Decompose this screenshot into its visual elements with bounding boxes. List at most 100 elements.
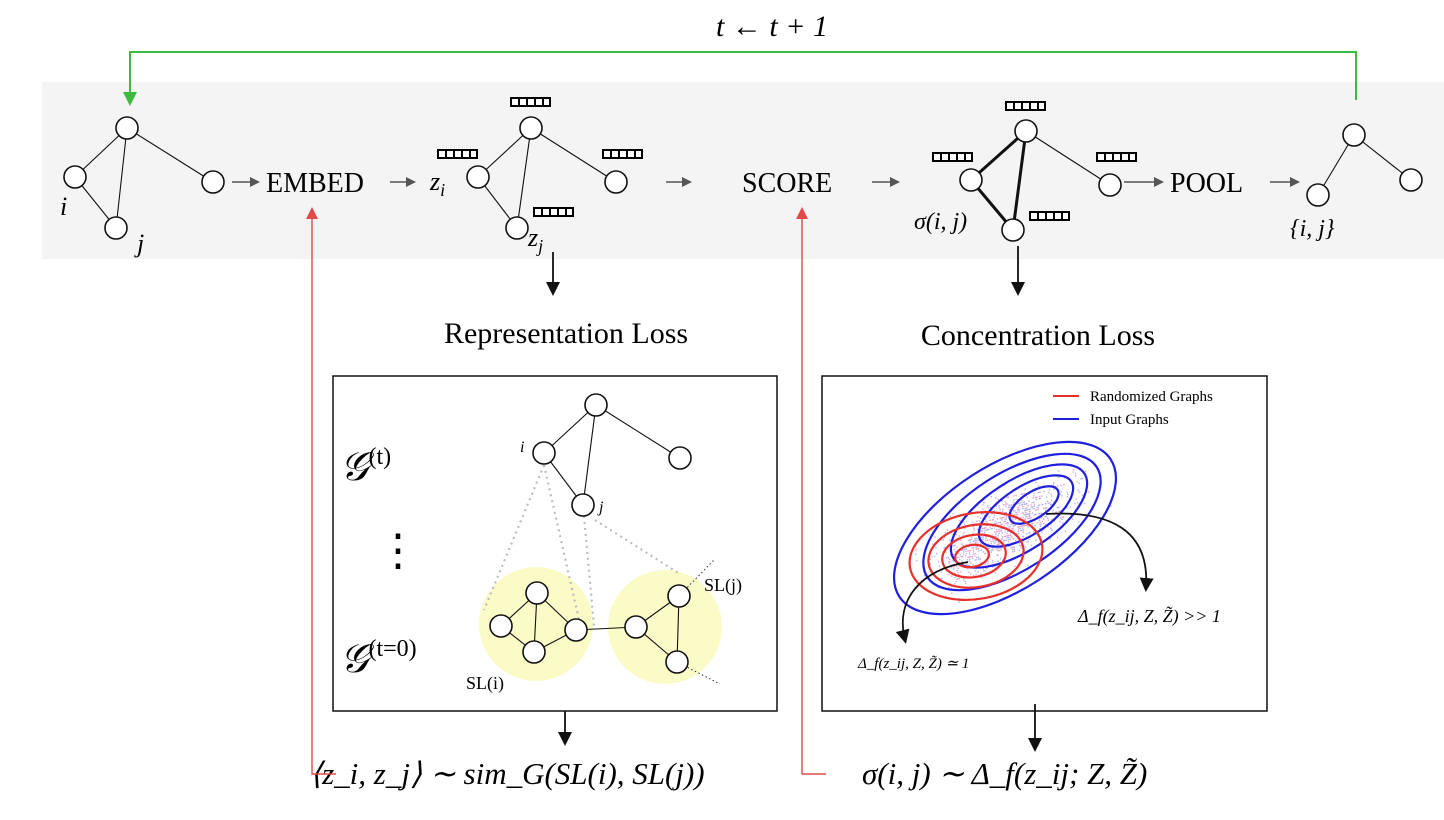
scored-graph bbox=[959, 119, 1122, 242]
scatter-point bbox=[950, 566, 952, 569]
scatter-point bbox=[1037, 506, 1039, 509]
scatter-point bbox=[1006, 530, 1009, 533]
scatter-point bbox=[992, 540, 994, 542]
annotation-arrow-low bbox=[895, 561, 969, 644]
scatter-point bbox=[999, 530, 1002, 532]
scatter-point bbox=[1039, 491, 1041, 494]
node-j-label: j bbox=[597, 499, 604, 516]
scatter-point bbox=[1072, 469, 1075, 471]
scatter-point bbox=[1009, 534, 1012, 536]
legend: Randomized Graphs Input Graphs bbox=[1053, 389, 1213, 428]
feedback-arrow-embed bbox=[306, 207, 336, 775]
scatter-point bbox=[1045, 515, 1048, 518]
scatter-point bbox=[1081, 477, 1084, 480]
scatter-point bbox=[985, 539, 987, 542]
scatter-point bbox=[964, 580, 966, 583]
scatter-point bbox=[953, 566, 955, 568]
scatter-point bbox=[1057, 506, 1060, 509]
feedback-arrow-score bbox=[796, 207, 826, 775]
scatter-point bbox=[998, 504, 1001, 507]
scatter-point bbox=[1026, 507, 1028, 509]
scatter-point bbox=[971, 555, 974, 558]
scatter-point bbox=[957, 567, 959, 569]
scatter-point bbox=[1003, 516, 1005, 519]
scatter-point bbox=[972, 564, 974, 566]
scatter-point bbox=[1056, 536, 1059, 539]
scatter-point bbox=[994, 571, 997, 574]
scatter-point bbox=[948, 558, 951, 561]
scatter-point bbox=[1018, 502, 1020, 505]
scatter-point bbox=[981, 577, 983, 579]
scatter-point bbox=[1002, 540, 1005, 542]
scatter-point bbox=[1006, 503, 1008, 505]
scatter-point bbox=[976, 541, 979, 544]
scatter-point bbox=[1029, 512, 1031, 515]
embed-label: EMBED bbox=[266, 168, 364, 199]
scatter-point bbox=[961, 555, 963, 558]
scatter-point bbox=[940, 571, 943, 573]
scatter-point bbox=[1011, 523, 1013, 525]
scatter-point bbox=[961, 543, 963, 545]
scatter-point bbox=[995, 548, 998, 550]
scatter-point bbox=[966, 558, 969, 561]
scatter-point bbox=[958, 558, 961, 561]
scatter-point bbox=[975, 520, 978, 523]
scatter-point bbox=[1032, 501, 1035, 504]
scatter-point bbox=[1010, 523, 1012, 526]
scatter-point bbox=[1057, 485, 1059, 487]
scatter-point bbox=[1037, 508, 1040, 511]
scatter-point bbox=[1050, 503, 1053, 506]
scatter-point bbox=[1017, 528, 1020, 530]
scatter-point bbox=[1066, 491, 1069, 494]
scatter-point bbox=[998, 506, 1001, 509]
scatter-point bbox=[1006, 522, 1008, 524]
scatter-point bbox=[1006, 537, 1008, 539]
scatter-point bbox=[1043, 490, 1046, 493]
scatter-point bbox=[999, 547, 1002, 549]
scatter-point bbox=[968, 552, 971, 554]
scatter-point bbox=[1056, 506, 1059, 509]
scatter-point bbox=[1048, 491, 1050, 494]
scatter-point bbox=[1012, 501, 1015, 504]
scatter-point bbox=[1029, 508, 1031, 511]
scatter-point bbox=[993, 516, 995, 519]
scatter-point bbox=[993, 527, 996, 529]
embedded-graph bbox=[466, 116, 628, 240]
scatter-point bbox=[1001, 499, 1004, 502]
scatter-point bbox=[1031, 523, 1034, 525]
scatter-point bbox=[1002, 508, 1004, 510]
scatter-point bbox=[1045, 496, 1048, 498]
scatter-point bbox=[997, 549, 999, 552]
scatter-point bbox=[972, 549, 974, 551]
scatter-point bbox=[998, 528, 1000, 530]
scatter-point bbox=[991, 538, 994, 540]
scatter-point bbox=[987, 560, 989, 563]
scatter-point bbox=[1033, 505, 1036, 508]
scatter-point bbox=[1014, 509, 1016, 512]
scatter-point bbox=[999, 521, 1001, 524]
scatter-point bbox=[972, 553, 974, 555]
scatter-point bbox=[956, 578, 959, 580]
scatter-point bbox=[984, 527, 986, 529]
scatter-point bbox=[1043, 507, 1045, 510]
scatter-point bbox=[1026, 496, 1029, 499]
scatter-point bbox=[1017, 526, 1019, 528]
scatter-point bbox=[1052, 484, 1055, 486]
scatter-point bbox=[1012, 529, 1015, 531]
scatter-point bbox=[986, 505, 989, 507]
scatter-point bbox=[1028, 515, 1030, 517]
scatter-point bbox=[937, 561, 940, 563]
legend-label-input: Input Graphs bbox=[1090, 412, 1169, 428]
scatter-point bbox=[965, 563, 968, 565]
scatter-point bbox=[1005, 505, 1007, 508]
scatter-point bbox=[1037, 504, 1040, 507]
annotation-low: Δ_f(z_ij, Z, Z̃) ≃ 1 bbox=[857, 656, 969, 672]
representation-formula: ⟨z_i, z_j⟩ ∼ sim_G(SL(i), SL(j)) bbox=[310, 756, 705, 791]
scatter-point bbox=[938, 565, 941, 567]
scatter-point bbox=[1036, 521, 1038, 524]
scatter-point bbox=[999, 557, 1002, 560]
scatter-point bbox=[1053, 481, 1055, 484]
scatter-point bbox=[1027, 513, 1029, 515]
scatter-point bbox=[1051, 529, 1053, 531]
scatter-point bbox=[976, 548, 978, 550]
